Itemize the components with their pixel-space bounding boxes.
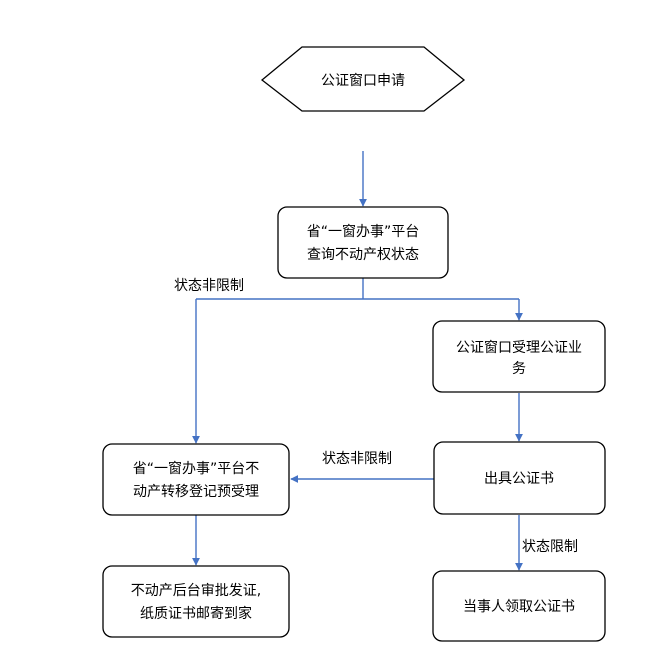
node-prereg: 省“一窗办事”平台不 动产转移登记预受理 (102, 443, 290, 516)
edge-label-issue-to-collect: 状态限制 (522, 539, 578, 555)
node-start: 公证窗口申请 (260, 46, 466, 112)
node-approve: 不动产后台审批发证, 纸质证书邮寄到家 (102, 565, 290, 638)
edge-label-query-to-prereg: 状态非限制 (174, 278, 244, 294)
edges (192, 151, 523, 571)
node-accept: 公证窗口受理公证业 务 (432, 320, 606, 393)
node-query-line1: 省“一窗办事”平台 (307, 223, 420, 240)
start-hexagon (260, 46, 466, 112)
node-collect-text: 当事人领取公证书 (463, 599, 575, 615)
node-start-text: 公证窗口申请 (321, 72, 405, 89)
prereg-box (102, 443, 290, 516)
node-accept-line1: 公证窗口受理公证业 (456, 339, 582, 356)
node-query-line2: 查询不动产权状态 (307, 247, 419, 263)
accept-box (432, 320, 606, 393)
node-issue: 出具公证书 (433, 441, 606, 515)
approve-box (102, 565, 290, 638)
collect-box (432, 570, 606, 642)
node-query: 省“一窗办事”平台 查询不动产权状态 (277, 206, 449, 279)
node-prereg-line2: 动产转移登记预受理 (133, 484, 259, 500)
node-prereg-line1: 省“一窗办事”平台不 (133, 460, 260, 477)
node-collect: 当事人领取公证书 (432, 570, 606, 642)
node-accept-line2: 务 (512, 361, 526, 377)
node-issue-text: 出具公证书 (484, 471, 554, 487)
node-approve-line1: 不动产后台审批发证, (131, 583, 261, 599)
issue-box (433, 441, 606, 515)
edge-label-issue-to-prereg: 状态非限制 (322, 451, 392, 467)
node-approve-line2: 纸质证书邮寄到家 (140, 605, 252, 622)
query-box (277, 206, 449, 279)
